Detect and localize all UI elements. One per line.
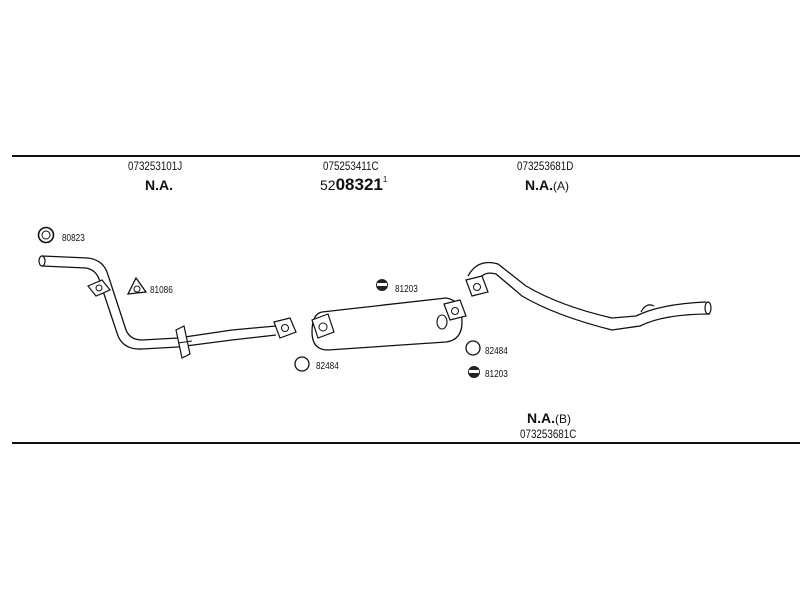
- fitting-label-81203-bottom: 81203: [485, 369, 508, 380]
- front-pipe-drawing: [38, 255, 297, 359]
- ring-80823-icon: [37, 226, 55, 244]
- gasket-81086-icon: [126, 276, 148, 295]
- rear-pipe-b-status: N.A.(B): [527, 410, 571, 426]
- rear-pipe-a-code: 073253681D: [517, 159, 574, 173]
- ring-82484-left-icon: [294, 356, 310, 372]
- rear-pipe-b-code: 073253681C: [520, 427, 577, 441]
- rear-pipe-drawing: [465, 261, 712, 331]
- front-pipe-code: 073253101J: [128, 159, 183, 173]
- bottom-divider-line: [12, 442, 800, 444]
- ring-82484-right-icon: [465, 340, 481, 356]
- fitting-label-82484-left: 82484: [316, 361, 339, 372]
- fitting-label-80823: 80823: [62, 233, 85, 244]
- middle-silencer-part-number: 52083211: [320, 175, 388, 194]
- rear-pipe-a-status: N.A.(A): [525, 177, 569, 193]
- top-divider-line: [12, 155, 800, 157]
- fitting-label-82484-right: 82484: [485, 346, 508, 357]
- middle-silencer-drawing: [311, 297, 467, 351]
- fitting-label-81203-top: 81203: [395, 284, 418, 295]
- fitting-label-81086: 81086: [150, 285, 173, 296]
- hanger-81203-bottom-icon: [468, 366, 480, 378]
- middle-silencer-code: 075253411C: [323, 159, 379, 173]
- front-pipe-status: N.A.: [145, 177, 173, 193]
- hanger-81203-top-icon: [376, 279, 388, 291]
